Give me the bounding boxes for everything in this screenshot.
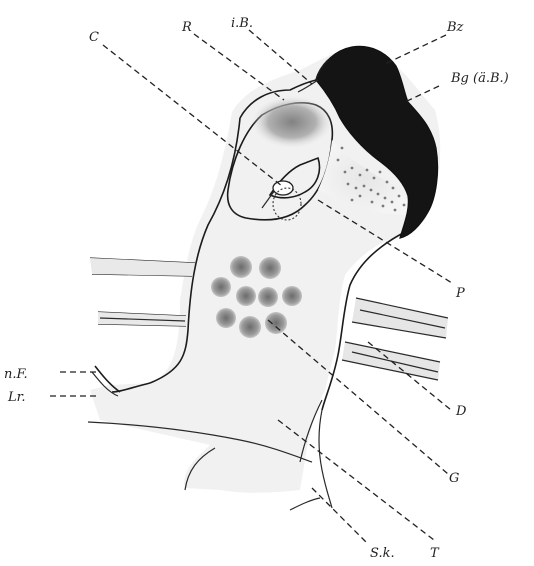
label-T: T [430,546,440,561]
leader-R [194,34,284,100]
right-nerve-bands [342,298,448,380]
leader-Bz [385,35,446,64]
leader-Sk [312,488,367,543]
label-P: P [455,286,465,301]
label-iB: i.B. [231,16,253,31]
label-Lr: Lr. [7,390,26,405]
left-nerve-bands [90,258,195,326]
label-D: D [455,404,467,419]
label-Bg: Bg (ä.B.) [450,71,509,86]
label-R: R [181,20,192,35]
label-Sk: S.k. [370,546,395,561]
label-Bz: Bz [446,20,464,35]
label-G: G [449,471,459,486]
label-nF: n.F. [4,367,28,382]
label-C: C [89,30,99,45]
leader-iB [249,30,312,84]
